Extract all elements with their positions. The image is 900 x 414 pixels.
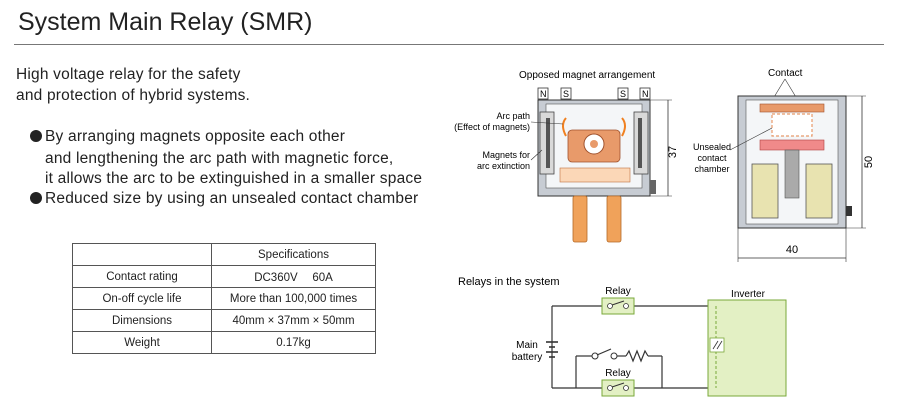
unsealed-label: Unsealed (693, 142, 731, 152)
coil-area (559, 167, 631, 183)
table-header-row: Specifications (72, 243, 376, 266)
side-pin (650, 180, 656, 194)
circuit-title: Relays in the system (458, 276, 559, 288)
switch-contact (607, 385, 613, 391)
magnets-label: Magnets for (482, 150, 530, 160)
switch-blade (611, 300, 625, 306)
relay-bottom-box (601, 379, 635, 397)
bullet-1-line-1: By arranging magnets opposite each other (30, 128, 345, 146)
switch-contact (591, 352, 599, 360)
contact-bar (759, 103, 825, 113)
table-header-empty (72, 243, 212, 266)
contact-label: Contact (768, 68, 803, 79)
switch-contact (610, 352, 618, 360)
diagram1-title: Opposed magnet arrangement (519, 70, 655, 81)
battery-label: Main (516, 340, 538, 351)
unsealed-label-2: contact (697, 153, 727, 163)
arc-path-label: Arc path (496, 111, 530, 121)
intro-line-2: and protection of hybrid systems. (16, 87, 251, 104)
specifications-table: Specifications Contact rating DC360V 60A… (72, 243, 376, 354)
arc-path-sublabel: (Effect of magnets) (454, 122, 530, 132)
unsealed-label-3: chamber (694, 164, 729, 174)
capacitor-mark (712, 340, 719, 350)
switch-contact (623, 385, 629, 391)
spec-label: Dimensions (72, 309, 212, 332)
switch-contact (623, 303, 629, 309)
dim-40-label: 40 (786, 244, 798, 256)
coil-right (805, 163, 833, 219)
pole-s-box (560, 87, 572, 100)
spec-value: More than 100,000 times (211, 287, 376, 310)
bullet-2-line-1: Reduced size by using an unsealed contac… (30, 190, 418, 208)
switch-contact (607, 303, 613, 309)
switch-blade (596, 348, 612, 356)
table-row: Dimensions 40mm × 37mm × 50mm (72, 309, 376, 332)
switch-blade (611, 382, 625, 388)
callout-line (530, 121, 564, 125)
table-row: On-off cycle life More than 100,000 time… (72, 287, 376, 310)
bullet-dot-icon (30, 192, 42, 204)
relay-top-label: Relay (605, 286, 631, 297)
terminal-left (572, 195, 588, 243)
terminal-right (606, 195, 622, 243)
contact-chamber-outline (771, 113, 813, 137)
intro-line-1: High voltage relay for the safety (16, 66, 241, 83)
callout-line (530, 149, 543, 161)
spec-label: Weight (72, 331, 212, 354)
relay-circuit-diagram: Relays in the system Main battery Relay … (458, 276, 787, 397)
contact-chamber-diagram: Contact Unsealed contact chamber 50 40 (693, 68, 875, 262)
table-row: Contact rating DC360V 60A (72, 265, 376, 288)
capacitor-icon (709, 337, 725, 353)
magnets-sublabel: arc extinction (477, 161, 530, 171)
pole-label: S (563, 89, 569, 99)
relay-bottom-label: Relay (605, 368, 631, 379)
plunger (784, 149, 800, 199)
bullet-1-line-3: it allows the arc to be extinguished in … (45, 170, 423, 187)
title-divider (14, 44, 884, 45)
capacitor-mark (716, 340, 723, 350)
bullet-dot-icon (30, 130, 42, 142)
page-title: System Main Relay (SMR) (18, 8, 313, 36)
spec-label: Contact rating (72, 265, 212, 288)
opposed-magnet-diagram: Opposed magnet arrangement N S S N 37 Ar… (454, 70, 679, 243)
pole-n-box (639, 87, 651, 100)
pole-s-box (617, 87, 629, 100)
arc-path-left (562, 117, 567, 137)
pole-n-box (537, 87, 549, 100)
dim-50-label: 50 (863, 156, 875, 168)
moving-contact (759, 139, 825, 151)
bullet-1-line-2: and lengthening the arc path with magnet… (45, 150, 394, 167)
dim-37-label: 37 (667, 146, 679, 158)
pole-label: N (540, 89, 547, 99)
arc-path-right (621, 117, 626, 137)
table-header-specifications: Specifications (211, 243, 376, 266)
magnet-core (546, 118, 550, 168)
resistor-icon (625, 349, 649, 363)
spec-label: On-off cycle life (72, 287, 212, 310)
spec-value: 0.17kg (211, 331, 376, 354)
relay-top-box (601, 297, 635, 315)
pole-label: N (642, 89, 649, 99)
inverter-label: Inverter (731, 289, 766, 300)
battery-label-2: battery (512, 352, 543, 363)
spec-value: DC360V 60A (211, 265, 376, 288)
pole-label: S (620, 89, 626, 99)
coil-left (751, 163, 779, 219)
side-pin (846, 206, 852, 216)
spec-value: 40mm × 37mm × 50mm (211, 309, 376, 332)
table-row: Weight 0.17kg (72, 331, 376, 354)
callout-line (729, 127, 773, 151)
contact-pin (590, 140, 598, 148)
magnet-core (638, 118, 642, 168)
